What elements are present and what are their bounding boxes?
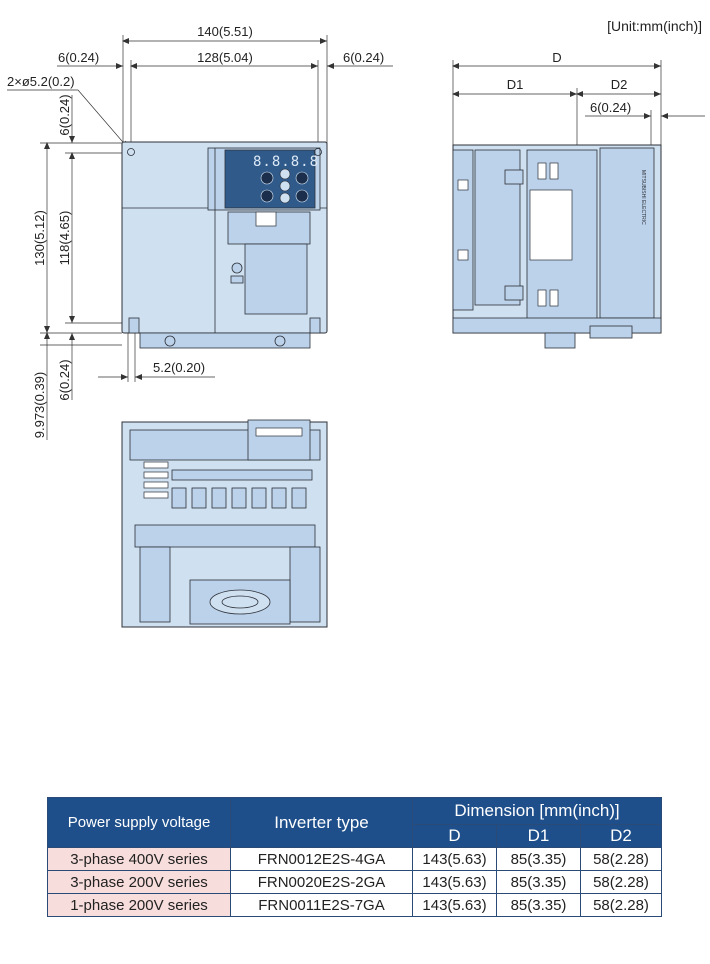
cell-voltage: 1-phase 200V series xyxy=(47,893,231,917)
cell-d1: 85(3.35) xyxy=(496,870,581,894)
header-voltage: Power supply voltage xyxy=(47,797,231,848)
cell-type: FRN0012E2S-4GA xyxy=(230,847,413,871)
svg-text:8.8.8.8: 8.8.8.8 xyxy=(253,154,319,170)
header-d1: D1 xyxy=(496,824,581,848)
cell-d2: 58(2.28) xyxy=(580,870,662,894)
dim-depth-d2: D2 xyxy=(611,77,628,92)
dim-height-inner: 118(4.65) xyxy=(57,211,72,266)
cell-d: 143(5.63) xyxy=(412,893,497,917)
cell-d2: 58(2.28) xyxy=(580,847,662,871)
unit-label: [Unit:mm(inch)] xyxy=(607,18,702,34)
header-d2: D2 xyxy=(580,824,662,848)
cell-d1: 85(3.35) xyxy=(496,847,581,871)
svg-text:MITSUBISHI ELECTRIC: MITSUBISHI ELECTRIC xyxy=(640,170,646,225)
header-dimension: Dimension [mm(inch)] xyxy=(412,797,662,825)
cell-voltage: 3-phase 400V series xyxy=(47,847,231,871)
cell-d: 143(5.63) xyxy=(412,847,497,871)
dim-top-offset: 6(0.24) xyxy=(57,94,72,135)
dim-margin-left: 6(0.24) xyxy=(58,50,99,65)
front-view: 140(5.51) 128(5.04) 6(0.24) 6(0.24) 2×ø5… xyxy=(7,24,393,440)
cell-d2: 58(2.28) xyxy=(580,893,662,917)
dim-width-inner: 128(5.04) xyxy=(197,50,253,65)
cell-d1: 85(3.35) xyxy=(496,893,581,917)
cell-type: FRN0020E2S-2GA xyxy=(230,870,413,894)
side-view: D D1 D2 6(0.24) MITSUBISHI ELECTRIC xyxy=(452,50,705,349)
dim-lip: 6(0.24) xyxy=(590,100,631,115)
dimension-table: Power supply voltage Inverter type Dimen… xyxy=(47,797,662,917)
dim-height-total: 130(5.12) xyxy=(32,210,47,266)
cell-voltage: 3-phase 200V series xyxy=(47,870,231,894)
table-row: 3-phase 200V series FRN0020E2S-2GA 143(5… xyxy=(47,870,662,894)
header-inverter-type: Inverter type xyxy=(230,797,413,848)
table-row: 1-phase 200V series FRN0011E2S-7GA 143(5… xyxy=(47,893,662,917)
cell-type: FRN0011E2S-7GA xyxy=(230,893,413,917)
dim-bottom-slot: 9.973(0.39) xyxy=(32,372,47,439)
dim-margin-right: 6(0.24) xyxy=(343,50,384,65)
dim-depth-d1: D1 xyxy=(507,77,524,92)
dim-bottom-offset: 6(0.24) xyxy=(57,359,72,400)
bottom-view xyxy=(121,419,328,628)
dimension-drawing: 140(5.51) 128(5.04) 6(0.24) 6(0.24) 2×ø5… xyxy=(7,24,705,628)
dim-hole-spec: 2×ø5.2(0.2) xyxy=(7,74,75,89)
header-d: D xyxy=(412,824,497,848)
dim-slot-width: 5.2(0.20) xyxy=(153,360,205,375)
cell-d: 143(5.63) xyxy=(412,870,497,894)
table-row: 3-phase 400V series FRN0012E2S-4GA 143(5… xyxy=(47,847,662,871)
dim-depth-total: D xyxy=(552,50,561,65)
dim-width-total: 140(5.51) xyxy=(197,24,253,39)
